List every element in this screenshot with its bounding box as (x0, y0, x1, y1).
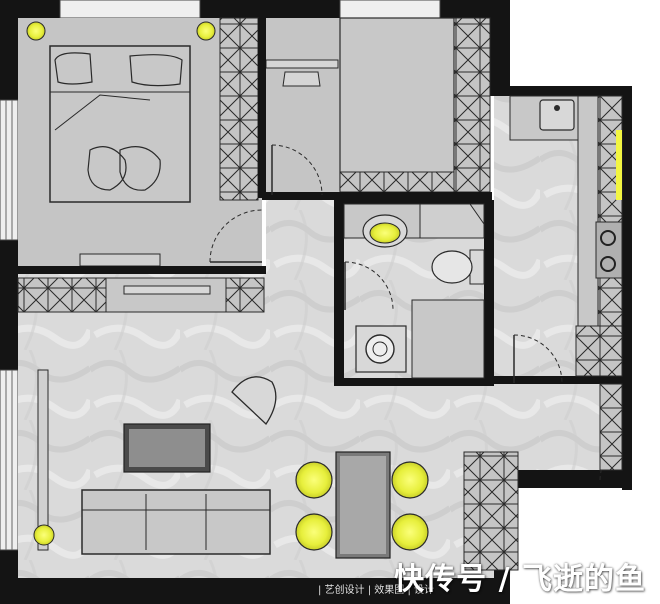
chair-icon (295, 461, 429, 551)
counter-light-strip (616, 130, 622, 200)
credit-text: | 艺创设计 | 效果图 | 设计 (318, 585, 435, 596)
kitchen (494, 95, 623, 377)
fridge (575, 325, 623, 377)
side-cabinet (599, 383, 623, 471)
ceiling-light-icon (33, 524, 55, 546)
chair-icon (282, 71, 321, 87)
sofa-icon (81, 489, 271, 555)
desk (265, 59, 339, 69)
sink-icon (362, 214, 408, 248)
chair-icon (231, 376, 277, 426)
shoe-cabinet (463, 451, 519, 571)
pillow-icon (54, 52, 93, 85)
bed-icon (49, 45, 191, 203)
door-leaves (210, 145, 515, 383)
watermark-text: 快传号 / 飞逝的鱼 (394, 562, 646, 597)
study-room (262, 17, 491, 198)
bathroom (343, 203, 485, 379)
dining-set (295, 451, 429, 559)
stove-burner-icon (595, 221, 623, 279)
interior-walls (18, 18, 624, 386)
bedroom (18, 17, 262, 268)
top-windows (59, 0, 441, 19)
pillow-icon (119, 146, 161, 191)
toilet-icon (431, 249, 485, 285)
tv-console (37, 369, 49, 551)
washing-machine-icon (355, 325, 407, 373)
living-furniture (17, 277, 277, 555)
pillow-icon (129, 54, 183, 87)
ceiling-light-icon (26, 21, 46, 41)
sink-icon (539, 99, 575, 131)
bedroom-bench (79, 253, 161, 267)
ceiling-light-icon (196, 21, 216, 41)
wardrobe (219, 17, 259, 201)
